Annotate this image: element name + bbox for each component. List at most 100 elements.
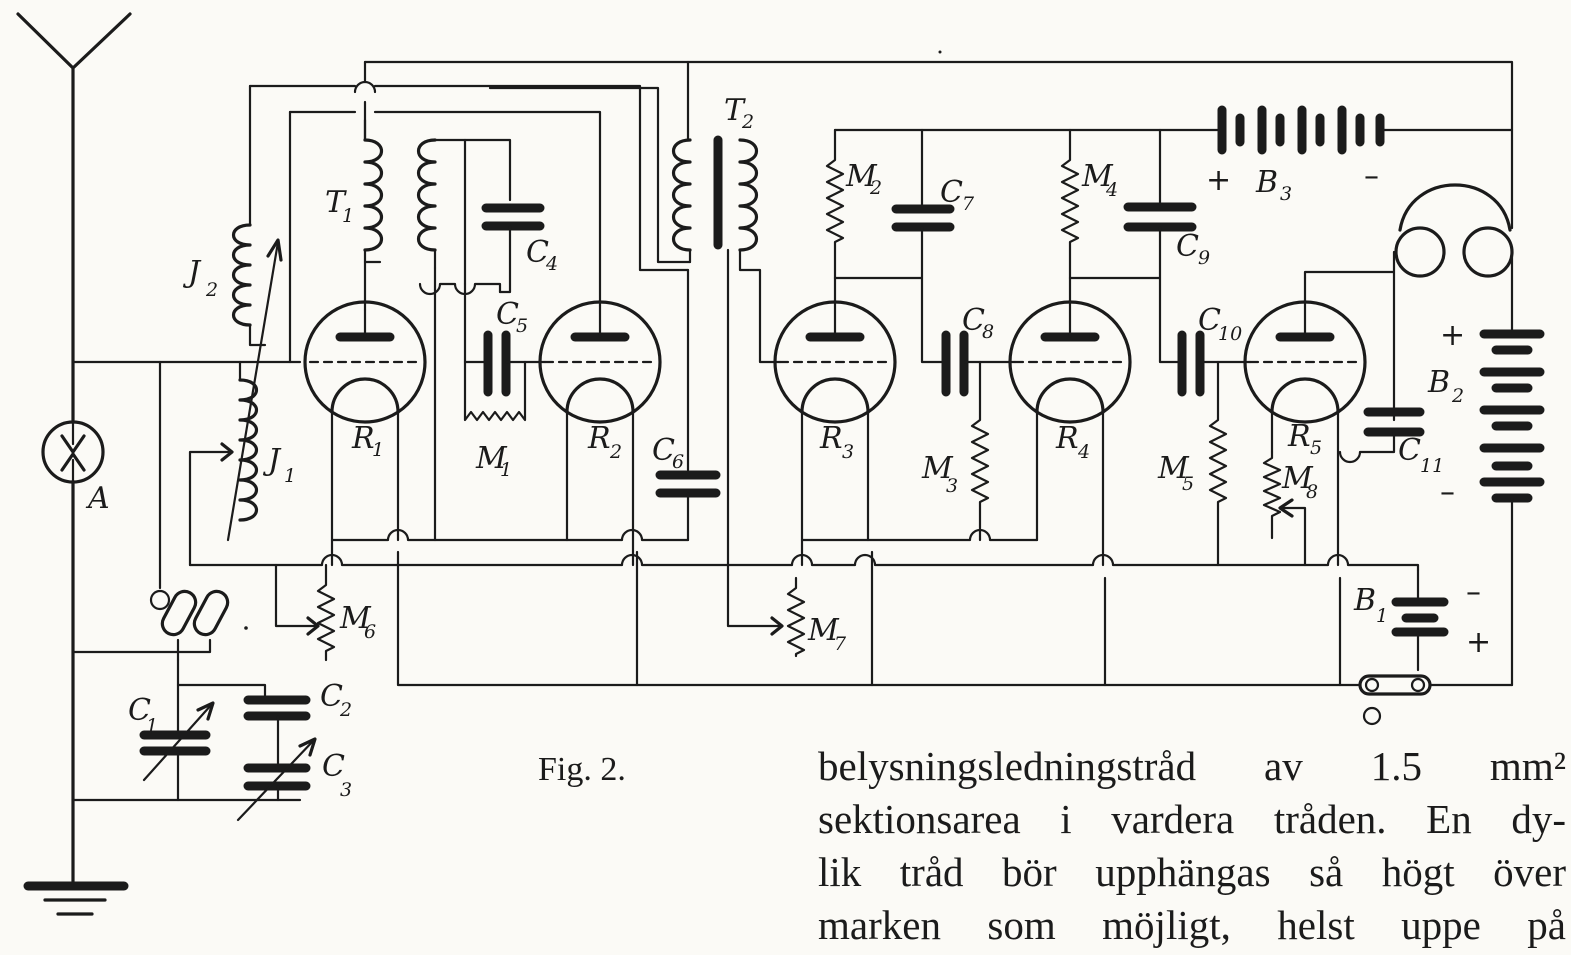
svg-text:4: 4	[545, 253, 558, 275]
r2-label: R	[587, 421, 611, 456]
capacitor-c3: C 3	[236, 737, 352, 822]
resistor-m8: M 8	[1262, 450, 1318, 567]
resistor-m2: M 2	[825, 128, 882, 280]
m5-label: M	[1157, 451, 1190, 486]
r1-label: R	[351, 421, 375, 456]
transformer-t1: T 1	[325, 138, 512, 270]
body-paragraph: belysningsledningstråd av 1.5 mm² sektio…	[818, 740, 1566, 952]
text-line: belysningsledningstråd av 1.5 mm²	[818, 743, 1566, 789]
svg-text:2: 2	[339, 699, 352, 721]
resistor-m1: M 1	[463, 282, 527, 481]
antenna-ammeter: A	[41, 420, 110, 516]
c7-label: C	[940, 175, 963, 210]
capacitor-c9: C 9	[1068, 128, 1210, 364]
svg-text:5: 5	[1182, 473, 1194, 495]
svg-text:2: 2	[869, 177, 882, 199]
c1-label: C	[128, 693, 151, 728]
tube-r1: R 1	[303, 300, 427, 567]
j1-label: J	[262, 443, 282, 478]
m3-label: M	[921, 451, 954, 486]
r5-label: R	[1287, 419, 1311, 454]
resistor-m4: M 4	[1060, 128, 1118, 280]
m7-label: M	[807, 613, 840, 648]
text-line: marken som möjligt, helst uppe på	[818, 902, 1566, 948]
ammeter-label: A	[85, 481, 110, 516]
m8-label: M	[1281, 461, 1314, 496]
t2-label: T	[724, 93, 746, 128]
m6-label: M	[339, 601, 372, 636]
transformer-t2: T 2	[672, 93, 782, 364]
capacitor-c7: C 7	[833, 128, 975, 364]
b3-label: B	[1255, 165, 1278, 200]
j2-label: J	[182, 255, 202, 290]
svg-text:+: +	[1206, 163, 1231, 198]
capacitor-c6: C 6	[652, 268, 721, 542]
battery-b2: + B 2 –	[1427, 318, 1545, 687]
c2-label: C	[320, 679, 343, 714]
svg-text:1: 1	[500, 459, 512, 481]
svg-text:8: 8	[982, 321, 994, 343]
svg-text:11: 11	[1420, 455, 1444, 477]
ground-symbol	[23, 480, 129, 916]
c8-label: C	[962, 303, 985, 338]
m4-label: M	[1081, 159, 1114, 194]
capacitor-c4: C 4	[481, 203, 558, 294]
headphones	[1303, 183, 1514, 422]
tube-r4: R 4	[1008, 276, 1132, 567]
svg-text:–: –	[1440, 475, 1455, 510]
text-line: lik tråd bör upphängas så högt över	[818, 849, 1566, 895]
svg-text:7: 7	[962, 193, 975, 215]
svg-text:3: 3	[842, 441, 854, 463]
resistor-m3: M 3	[921, 360, 990, 542]
b2-label: B	[1427, 365, 1450, 400]
coil-j2: J 2	[182, 223, 267, 347]
tube-r5: R 5	[1243, 276, 1367, 567]
svg-text:2: 2	[205, 279, 218, 301]
battery-switch	[1358, 674, 1432, 726]
svg-text:1: 1	[1376, 605, 1388, 627]
r3-label: R	[819, 421, 843, 456]
wave-switch	[149, 360, 230, 662]
svg-text:1: 1	[284, 465, 296, 487]
svg-text:2: 2	[1451, 385, 1464, 407]
c9-label: C	[1176, 229, 1199, 264]
b1-label: B	[1353, 583, 1376, 618]
svg-text:2: 2	[741, 111, 754, 133]
capacitor-c10: C 10	[1177, 303, 1252, 397]
svg-text:7: 7	[834, 633, 847, 655]
resistor-m7: M 7	[786, 576, 847, 658]
figure-caption: Fig. 2.	[538, 751, 626, 788]
svg-text:4: 4	[1077, 441, 1090, 463]
c10-label: C	[1198, 303, 1221, 338]
text-line: sektionsarea i vardera tråden. En dy-	[818, 796, 1566, 842]
svg-text:6: 6	[672, 451, 684, 473]
c4-label: C	[526, 235, 549, 270]
c6-label: C	[652, 433, 675, 468]
c3-label: C	[322, 749, 345, 784]
m1-label: M	[475, 441, 508, 476]
capacitor-c2: C 2	[243, 679, 352, 768]
svg-text:3: 3	[340, 779, 352, 801]
t1-label: T	[325, 185, 347, 220]
svg-text:10: 10	[1218, 323, 1242, 345]
r4-label: R	[1055, 421, 1079, 456]
antenna-symbol	[16, 12, 132, 422]
svg-text:–: –	[1364, 159, 1379, 194]
svg-text:3: 3	[946, 475, 958, 497]
capacitor-c8: C 8	[941, 303, 1017, 397]
tube-r3: R 3	[773, 276, 897, 567]
capacitor-c11: C 11	[1338, 407, 1444, 477]
coil-j1: J 1	[238, 378, 296, 522]
battery-b3: + B 3 –	[1206, 105, 1387, 205]
c5-label: C	[496, 297, 519, 332]
c11-label: C	[1398, 433, 1421, 468]
svg-text:5: 5	[516, 315, 528, 337]
capacitor-c1: C 1	[128, 658, 215, 802]
svg-text:1: 1	[146, 715, 158, 737]
resistor-m5: M 5	[1157, 360, 1228, 567]
resistor-m6: M 6	[274, 563, 376, 662]
svg-text:+: +	[1466, 625, 1491, 660]
capacitor-c5: C 5	[463, 297, 547, 397]
svg-text:6: 6	[364, 621, 376, 643]
